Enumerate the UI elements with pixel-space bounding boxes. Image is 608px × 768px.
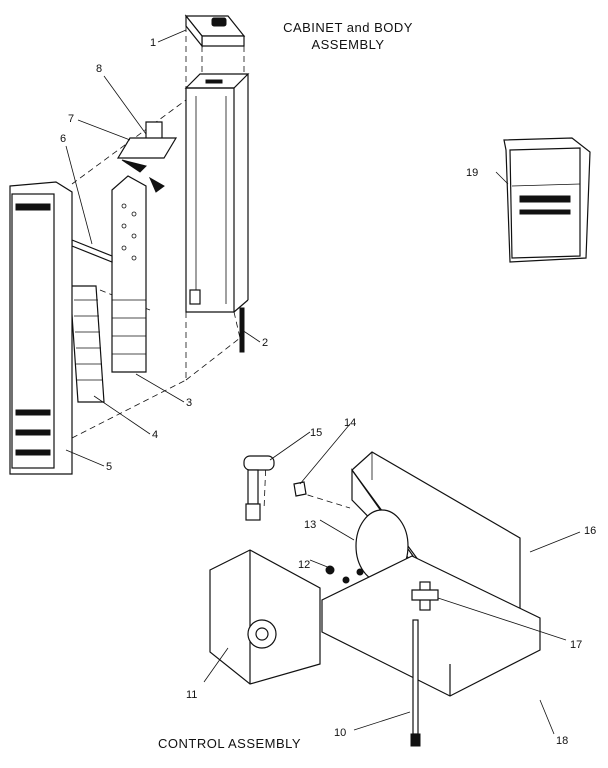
part-5-front-cover — [9, 181, 73, 475]
callout-13: 13 — [304, 519, 316, 531]
callout-8: 8 — [96, 63, 102, 75]
callout-11: 11 — [186, 689, 197, 701]
part-1-top-cap — [184, 14, 246, 48]
diagram-title-line2: ASSEMBLY — [311, 37, 384, 52]
callout-4: 4 — [152, 429, 158, 441]
callout-5: 5 — [106, 461, 112, 473]
callout-18: 18 — [556, 735, 568, 747]
callout-numbers: 1 2 3 4 5 6 7 8 10 11 12 13 14 15 16 17 … — [60, 37, 596, 747]
callout-17: 17 — [570, 639, 582, 651]
callout-2: 2 — [262, 337, 268, 349]
callout-15: 15 — [310, 427, 322, 439]
callout-7: 7 — [68, 113, 74, 125]
callout-leaders — [65, 29, 581, 735]
callout-19: 19 — [466, 167, 478, 179]
part-14-nut — [293, 481, 307, 497]
part-7-clip — [121, 159, 165, 193]
callout-1: 1 — [150, 37, 156, 49]
part-4-grille — [69, 285, 105, 403]
part-10-rod — [410, 619, 421, 747]
callout-3: 3 — [186, 397, 192, 409]
part-12-screws — [325, 565, 364, 584]
part-8-bracket — [116, 121, 178, 159]
part-11-gas-valve — [209, 549, 321, 685]
callout-6: 6 — [60, 133, 66, 145]
callout-12: 12 — [298, 559, 310, 571]
control-assembly-label: CONTROL ASSEMBLY — [158, 736, 301, 751]
part-15-elbow — [243, 455, 275, 521]
callout-14: 14 — [344, 417, 356, 429]
part-18-base-tray — [321, 555, 541, 697]
part-3-inner-panel — [111, 175, 147, 373]
part-17-pilot — [411, 581, 439, 611]
part-19-control-box — [503, 137, 591, 263]
part-body-frame — [184, 73, 250, 313]
callout-10: 10 — [334, 727, 346, 739]
diagram-title: CABINET and BODY — [283, 20, 413, 35]
callout-16: 16 — [584, 525, 596, 537]
